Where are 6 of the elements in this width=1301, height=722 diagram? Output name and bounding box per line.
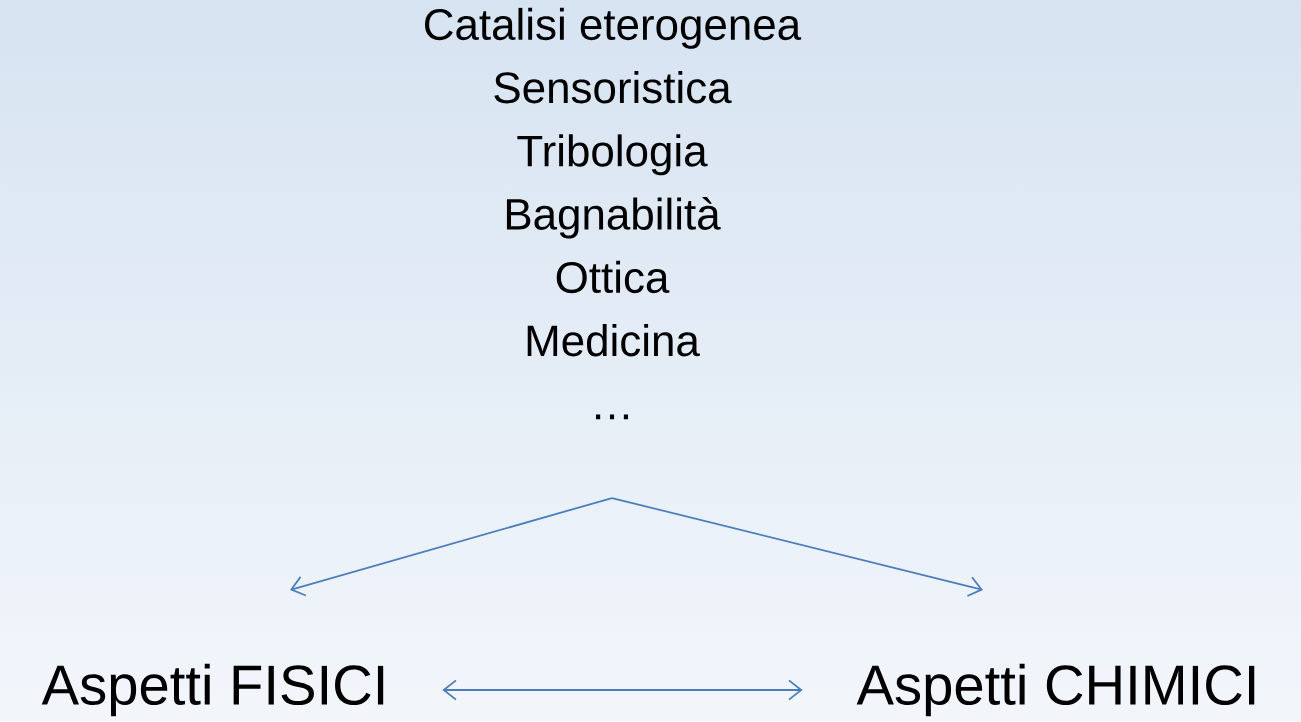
heading-text: Aspetti FISICI	[41, 663, 384, 717]
arrow	[611, 497, 984, 597]
arrow	[290, 497, 613, 597]
double-arrow	[442, 679, 803, 701]
topic-list: Catalisi eterogenea Sensoristica Tribologia Bagnabilità Ottica Medicina …	[425, 7, 802, 420]
heading-text: Aspetti CHIMICI	[856, 663, 1255, 717]
